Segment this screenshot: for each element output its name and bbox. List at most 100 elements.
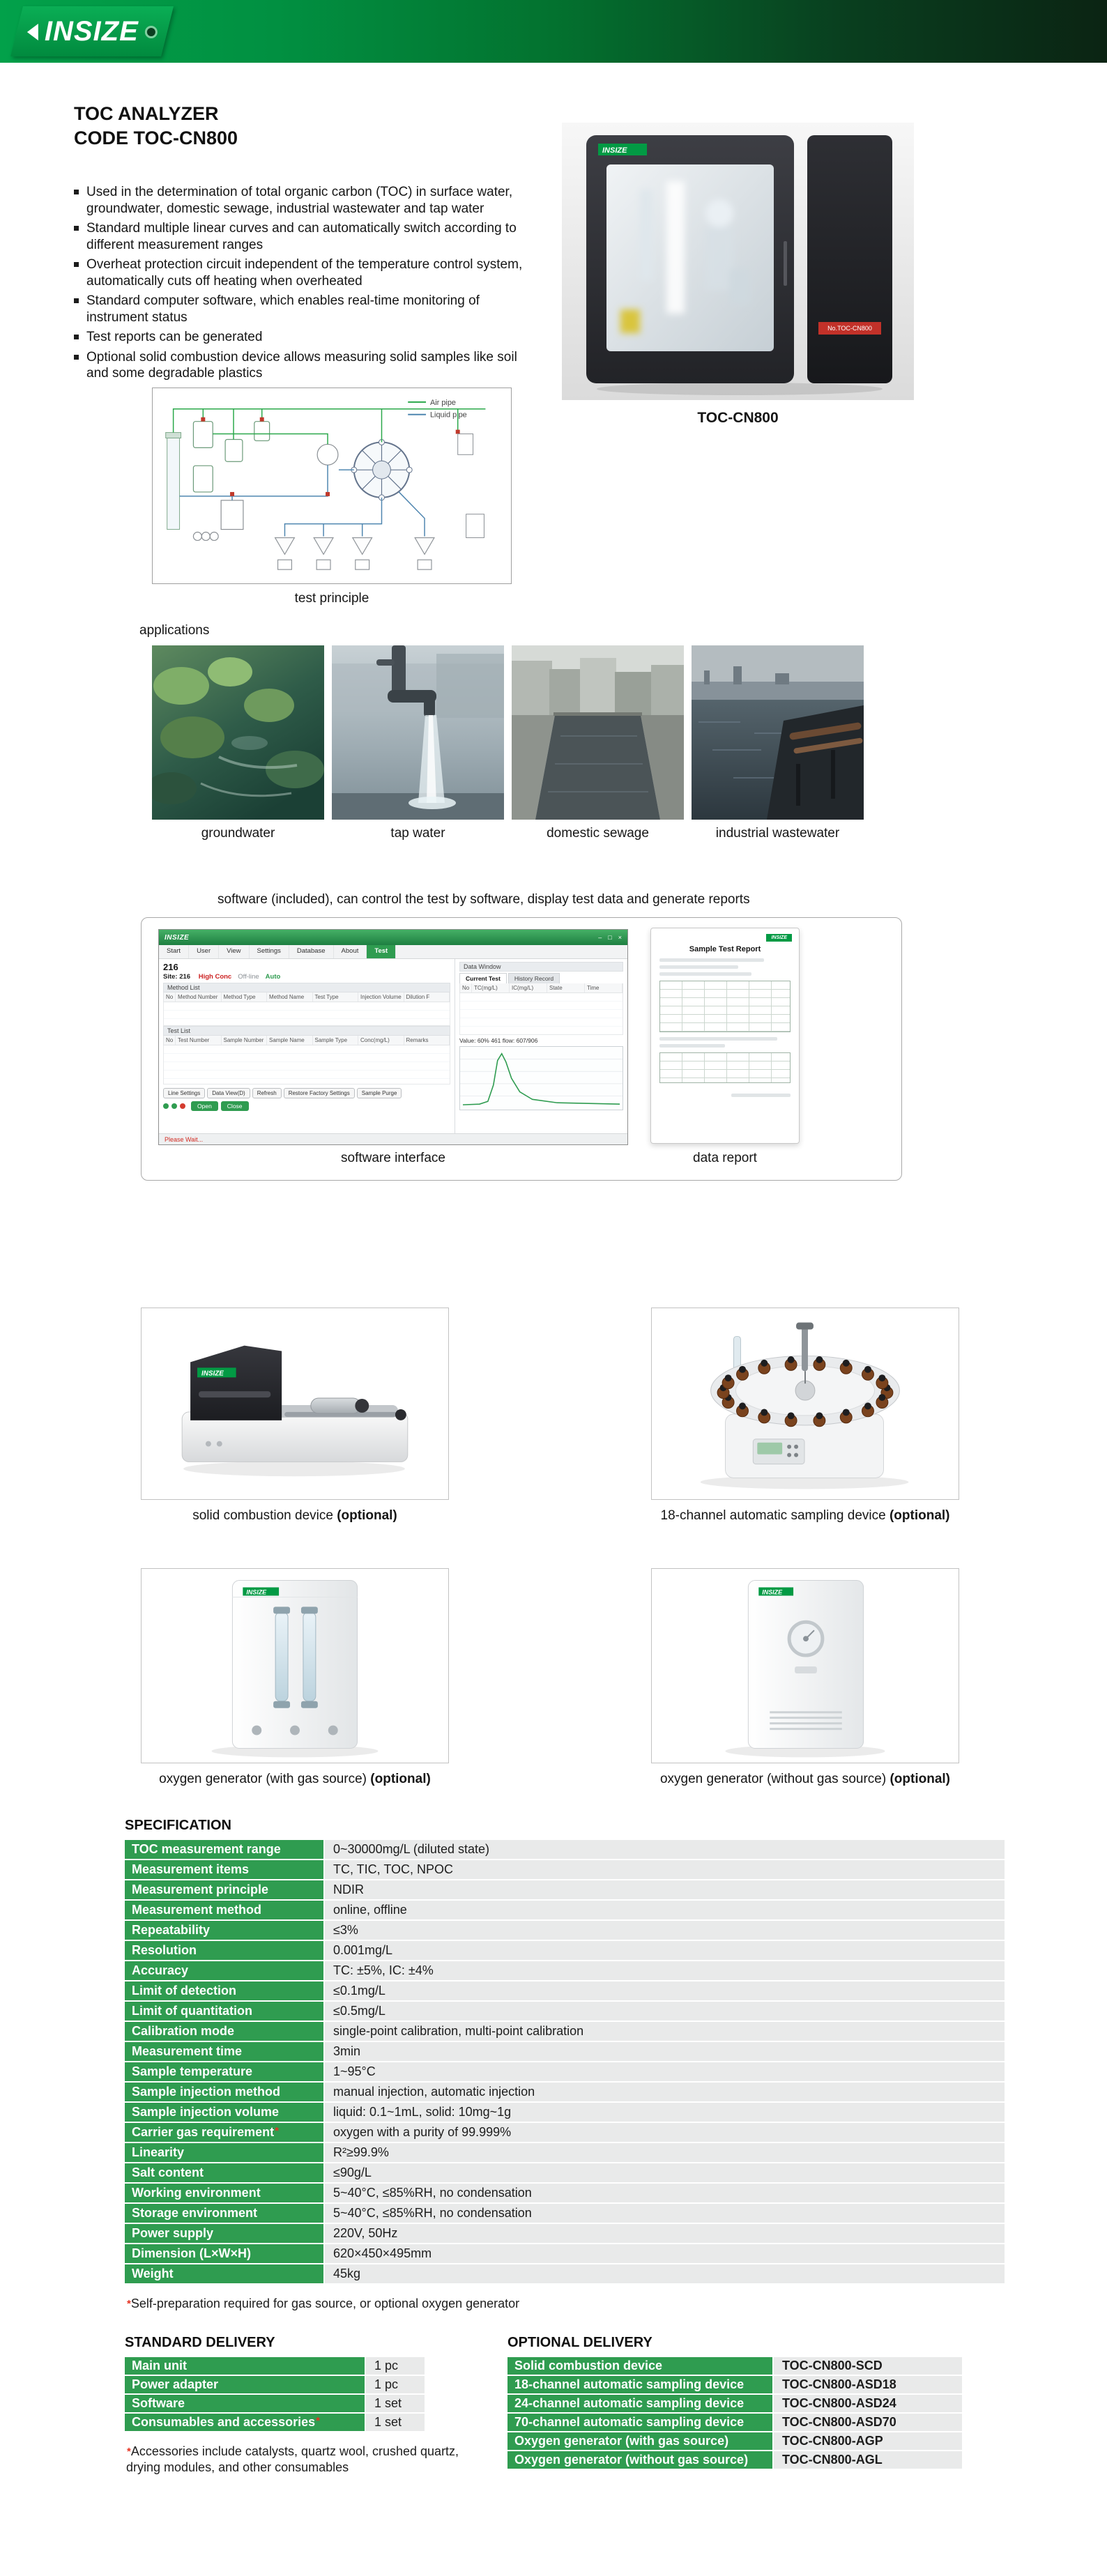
software-interface-caption: software interface xyxy=(341,1151,445,1165)
optional-delivery-heading: OPTIONAL DELIVERY xyxy=(507,2335,652,2350)
menu-tab-test[interactable]: Test xyxy=(367,945,397,958)
report-text-line xyxy=(659,958,765,962)
data-tab[interactable]: Current Test xyxy=(459,973,507,983)
menu-tab-about[interactable]: About xyxy=(334,945,367,958)
maximize-icon[interactable]: □ xyxy=(608,934,612,941)
feature-item: Overheat protection circuit independent … xyxy=(74,256,535,289)
device-caption-text: oxygen generator (with gas source) xyxy=(159,1772,371,1786)
action-button[interactable]: Close xyxy=(220,1101,249,1111)
device-caption: solid combustion device (optional) xyxy=(141,1508,449,1524)
action-button[interactable]: Open xyxy=(191,1101,218,1111)
menu-tab-view[interactable]: View xyxy=(219,945,250,958)
row-label-text: Oxygen generator (without gas source) xyxy=(514,2453,749,2467)
status-dot-icon xyxy=(163,1103,169,1109)
feature-text: Optional solid combustion device allows … xyxy=(86,349,517,381)
brand-name: INSIZE xyxy=(44,15,139,47)
device-caption-optional: (optional) xyxy=(370,1772,431,1786)
signal-chart xyxy=(459,1046,623,1110)
table-row: 18-channel automatic sampling device TOC-… xyxy=(507,2376,962,2395)
column-header: No xyxy=(460,983,472,992)
row-label-text: Consumables and accessories xyxy=(132,2415,316,2429)
feature-text: Overheat protection circuit independent … xyxy=(86,257,523,289)
oxygen-generator-gas-image: INSIZE xyxy=(211,1580,379,1758)
feature-text: Used in the determination of total organ… xyxy=(86,185,513,216)
application-caption: industrial wastewater xyxy=(715,826,840,841)
device-logo-text: INSIZE xyxy=(201,1370,224,1377)
sampler-vials xyxy=(717,1356,894,1427)
row-label: Accuracy xyxy=(125,1961,325,1981)
menu-tab-settings[interactable]: Settings xyxy=(250,945,289,958)
row-label: Oxygen generator (with gas source) xyxy=(507,2432,774,2451)
required-star: * xyxy=(275,2125,279,2137)
toolbar-button[interactable]: Sample Purge xyxy=(356,1088,402,1098)
toolbar-button[interactable]: Refresh xyxy=(252,1088,282,1098)
bullet-icon xyxy=(74,262,79,267)
specification-heading: SPECIFICATION xyxy=(125,1818,231,1833)
row-value: TC, TIC, TOC, NPOC xyxy=(325,1860,1005,1880)
menu-tab-user[interactable]: User xyxy=(189,945,220,958)
minimize-icon[interactable]: – xyxy=(598,934,602,941)
product-caption: TOC-CN800 xyxy=(697,410,779,426)
site-number: 216 xyxy=(163,962,178,972)
column-header: No xyxy=(164,992,176,1002)
groundwater-photo xyxy=(152,645,324,820)
toolbar-button[interactable]: Restore Factory Settings xyxy=(283,1088,355,1098)
row-label: Limit of detection xyxy=(125,1981,325,2002)
table-row: Salt content≤90g/L xyxy=(125,2163,1005,2184)
logo-arrow-icon xyxy=(26,23,38,40)
vial-cap xyxy=(864,1402,871,1410)
row-label: Storage environment xyxy=(125,2204,325,2224)
row-label-text: 18-channel automatic sampling device xyxy=(514,2377,745,2391)
table-row: Carrier gas requirement*oxygen with a pu… xyxy=(125,2123,1005,2143)
data-tab[interactable]: History Record xyxy=(507,973,560,983)
product-photo-art: INSIZE No.TOC-CN800 xyxy=(562,123,914,400)
column-header: Sample Number xyxy=(222,1036,267,1045)
row-label-text: Software xyxy=(132,2396,185,2410)
vial-cap xyxy=(787,1356,795,1363)
toolbar-button[interactable]: Data View(D) xyxy=(207,1088,250,1098)
applications-label: applications xyxy=(139,623,210,638)
test-principle-caption: test principle xyxy=(294,591,369,606)
report-text-line xyxy=(659,972,751,976)
row-label: Repeatability xyxy=(125,1921,325,1941)
device-caption-optional: (optional) xyxy=(890,1772,951,1786)
value-readout: Value: 60% 461 flow: 607/906 xyxy=(459,1037,538,1044)
row-label-text: Storage environment xyxy=(132,2206,258,2220)
logo-gear-icon xyxy=(144,25,158,38)
row-value: 1 set xyxy=(366,2414,425,2432)
bullet-icon xyxy=(74,335,79,339)
row-label-text: Limit of quantitation xyxy=(132,2004,252,2018)
device-caption-optional: (optional) xyxy=(889,1508,950,1523)
brand-logo: INSIZE xyxy=(10,6,174,56)
row-value: ≤0.5mg/L xyxy=(325,2002,1005,2022)
row-value: TOC-CN800-ASD18 xyxy=(774,2376,962,2395)
top-banner: INSIZE xyxy=(0,0,1107,63)
row-label: Working environment xyxy=(125,2184,325,2204)
feature-item: Standard multiple linear curves and can … xyxy=(74,220,535,253)
row-value: single-point calibration, multi-point ca… xyxy=(325,2022,1005,2042)
industrial-wastewater-photo xyxy=(692,645,864,820)
legend-liquid-pipe: Liquid pipe xyxy=(430,411,467,420)
toolbar-button[interactable]: Line Settings xyxy=(163,1088,206,1098)
menu-tab-database[interactable]: Database xyxy=(289,945,334,958)
data-window-label: Data Window xyxy=(459,962,623,972)
row-value: 1 pc xyxy=(366,2376,425,2395)
column-header: Remarks xyxy=(404,1036,450,1045)
product-unit-label: No.TOC-CN800 xyxy=(827,325,872,332)
close-icon[interactable]: × xyxy=(618,934,622,941)
menu-tab-start[interactable]: Start xyxy=(159,945,190,958)
